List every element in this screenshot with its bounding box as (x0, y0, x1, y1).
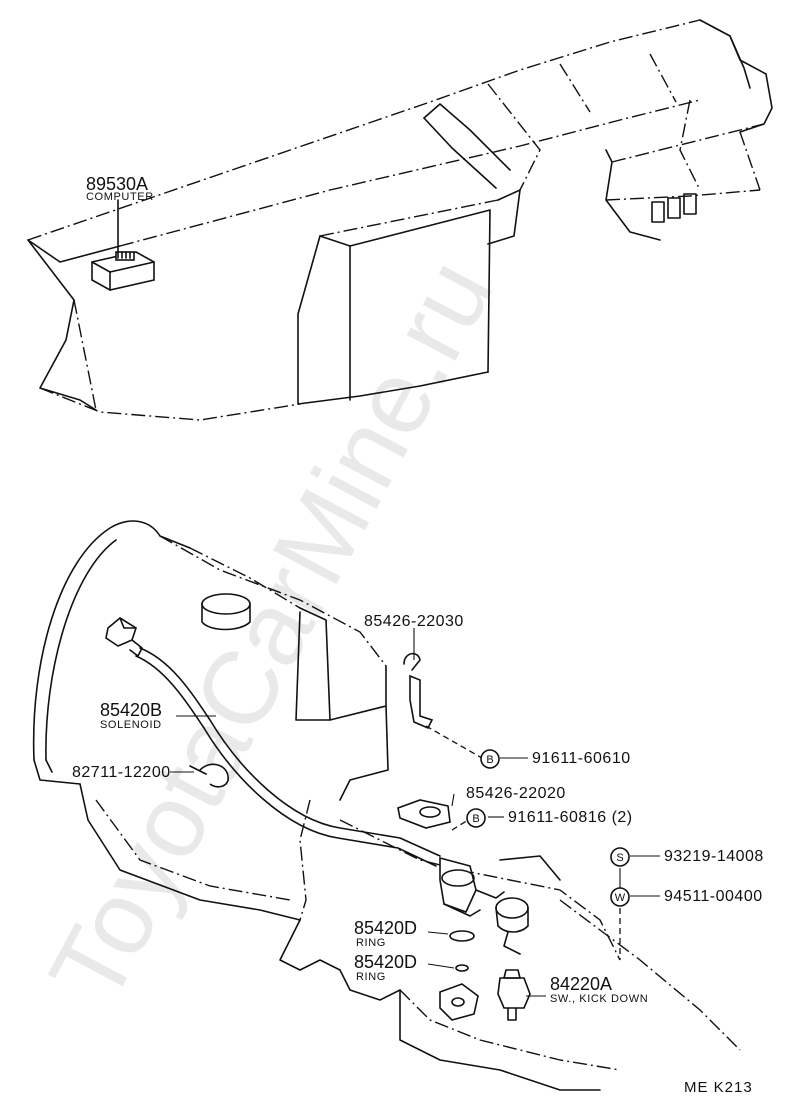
computer-icon (91, 251, 155, 291)
marker-b-2: B (466, 808, 486, 828)
part-91611-60610: 91611-60610 (532, 750, 631, 767)
part-93219-14008: 93219-14008 (664, 848, 764, 865)
switch-part-number: 84220A (550, 974, 612, 994)
svg-text:S: S (616, 852, 623, 864)
solenoid-label: SOLENOID (100, 719, 162, 731)
ring-1-icon (449, 930, 475, 942)
diagram-code: ME K213 (684, 1079, 753, 1096)
part-85426-22020: 85426-22020 (466, 785, 566, 802)
solenoid-connector-icon (105, 617, 143, 657)
solenoid-part-number: 85420B (100, 700, 162, 720)
solenoid-icon (439, 856, 505, 917)
leader-lines (170, 628, 660, 997)
dashboard-illustration (27, 19, 773, 421)
clamp-85426-22020-icon (397, 799, 451, 829)
sensor-icon (495, 897, 529, 955)
ring-1-part-number: 85420D (354, 918, 417, 938)
kick-down-switch-icon (497, 969, 531, 1021)
ring-2-label: RING (356, 971, 386, 983)
watermark: ToyotaCarMine.ru (28, 242, 516, 1021)
svg-text:B: B (486, 754, 493, 766)
part-85426-22030: 85426-22030 (364, 613, 464, 630)
svg-text:W: W (615, 892, 626, 904)
svg-text:B: B (472, 813, 479, 825)
ring-2-part-number: 85420D (354, 952, 417, 972)
clamp-85426-22030-icon (403, 652, 434, 730)
marker-s: S (610, 847, 630, 867)
marker-b-1: B (480, 749, 500, 769)
switch-label: SW., KICK DOWN (550, 993, 648, 1005)
part-82711-12200: 82711-12200 (72, 764, 171, 781)
clamp-82711-icon (189, 763, 229, 788)
part-94511-00400: 94511-00400 (664, 888, 763, 905)
computer-label: COMPUTER (86, 191, 154, 203)
part-91611-60816: 91611-60816 (2) (508, 809, 633, 826)
transmission-illustration (32, 520, 741, 1091)
ring-2-icon (455, 964, 469, 972)
computer-part-number: 89530A (86, 174, 148, 194)
ring-1-label: RING (356, 937, 386, 949)
marker-w: W (610, 887, 630, 907)
